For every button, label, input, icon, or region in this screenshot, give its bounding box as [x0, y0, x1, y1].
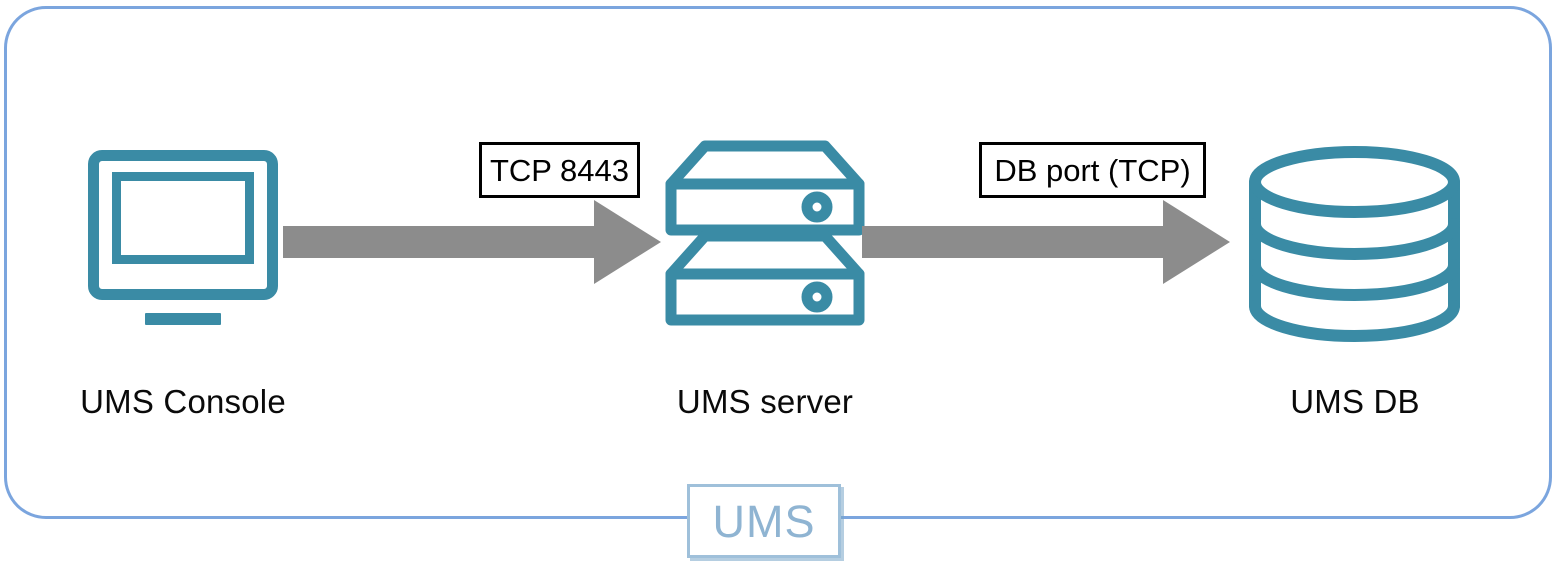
- node-ums-db: UMS DB: [1210, 138, 1500, 430]
- db-band-1: [1249, 218, 1460, 260]
- arrow-shape: [862, 200, 1230, 284]
- arrow-server-to-db: [862, 200, 1230, 284]
- port-label-db-port-tcp: DB port (TCP): [979, 142, 1206, 198]
- monitor-base-icon: [145, 313, 221, 325]
- server-rack-icon: [665, 138, 865, 334]
- arrow-shape: [283, 200, 661, 284]
- server-lower-indicator-icon: [801, 281, 833, 313]
- server-lower-body: [665, 268, 865, 326]
- db-top-ellipse: [1249, 146, 1460, 218]
- db-band-2: [1249, 259, 1460, 301]
- node-label-ums-server: UMS server: [676, 383, 854, 420]
- server-lower-bevel: [665, 230, 865, 280]
- server-upper-body: [665, 178, 865, 236]
- port-label-tcp-8443: TCP 8443: [479, 142, 640, 198]
- arrow-console-to-server: [283, 200, 661, 284]
- monitor-screen-icon: [112, 172, 254, 264]
- node-ums-console: UMS Console: [38, 140, 328, 430]
- database-cylinder-icon: [1247, 144, 1462, 344]
- ums-badge: UMS: [687, 484, 841, 558]
- server-top-bevel: [665, 140, 865, 190]
- server-upper-indicator-icon: [801, 191, 833, 223]
- node-label-ums-db: UMS DB: [1290, 383, 1420, 420]
- ums-badge-label: UMS: [712, 495, 816, 547]
- node-ums-server: UMS server: [620, 130, 910, 430]
- monitor-icon: [88, 150, 278, 335]
- db-bottom-curve: [1249, 300, 1460, 342]
- node-label-ums-console: UMS Console: [80, 383, 286, 420]
